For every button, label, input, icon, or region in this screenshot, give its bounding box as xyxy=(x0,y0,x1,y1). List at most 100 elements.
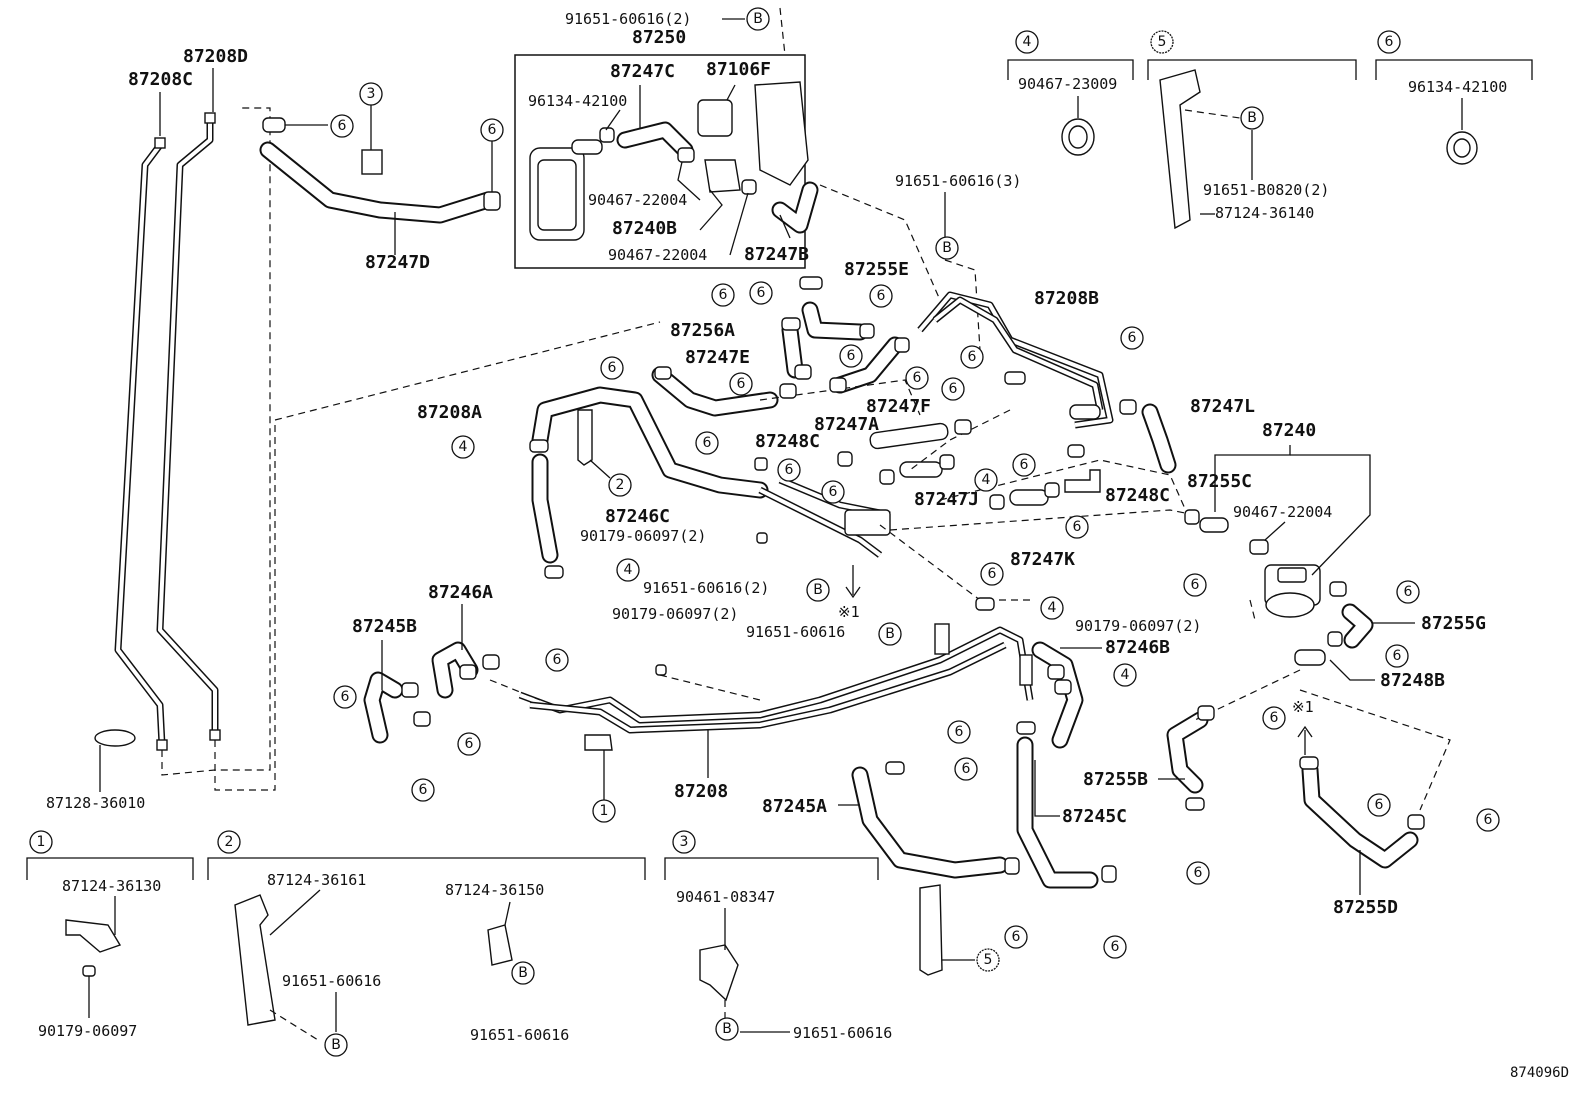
hose-87255D xyxy=(1301,761,1419,869)
hose-87208A xyxy=(531,386,769,499)
hose-87255B xyxy=(1166,711,1209,794)
svg-text:6: 6 xyxy=(847,348,856,364)
svg-text:4: 4 xyxy=(1121,667,1130,683)
label-96134-42100-box: 96134-42100 xyxy=(528,92,627,110)
g6-part: 96134-42100 xyxy=(1408,78,1507,96)
g3-part-a: 90461-08347 xyxy=(676,888,775,906)
bracket-90461-08347 xyxy=(699,944,739,1002)
label-87240: 87240 xyxy=(1262,420,1316,441)
hose-87245C xyxy=(1016,736,1099,889)
svg-text:5: 5 xyxy=(984,952,993,968)
svg-text:6: 6 xyxy=(913,370,922,386)
label-87256A: 87256A xyxy=(670,320,735,341)
label-87246A: 87246A xyxy=(428,582,493,603)
svg-text:6: 6 xyxy=(737,376,746,392)
note-mark-a: ※1 xyxy=(838,603,860,621)
bracket-87124-36161 xyxy=(234,894,276,1026)
svg-text:6: 6 xyxy=(1191,577,1200,593)
g5-part-b: 91651-B0820(2) xyxy=(1203,181,1329,199)
callout-6: 6 xyxy=(749,281,773,305)
callout-1: 1 xyxy=(29,830,53,854)
svg-text:4: 4 xyxy=(1048,600,1057,616)
callout-6: 6 xyxy=(411,778,435,802)
callout-6: 6 xyxy=(333,685,357,709)
hose-87245A xyxy=(851,766,1009,879)
callout-6: 6 xyxy=(960,345,984,369)
label-91651-60616-2-mid: 91651-60616(2) xyxy=(643,579,769,597)
diagram-id: 874096D xyxy=(1510,1065,1569,1081)
svg-text:6: 6 xyxy=(877,288,886,304)
tee-87248C xyxy=(1064,469,1101,493)
clamp-inner xyxy=(1453,138,1471,158)
clamp xyxy=(599,127,615,143)
svg-text:6: 6 xyxy=(829,484,838,500)
label-87106F: 87106F xyxy=(706,59,771,80)
callout-6: 6 xyxy=(457,732,481,756)
label-90467-22004-r: 90467-22004 xyxy=(1233,503,1332,521)
svg-text:6: 6 xyxy=(1270,710,1279,726)
callout-6: 6 xyxy=(1012,453,1036,477)
hose-87255C xyxy=(1199,517,1229,533)
label-87245B: 87245B xyxy=(352,616,417,637)
svg-text:6: 6 xyxy=(785,462,794,478)
svg-text:B: B xyxy=(331,1037,341,1053)
bracket-1 xyxy=(584,734,613,751)
svg-text:6: 6 xyxy=(608,360,617,376)
svg-text:B: B xyxy=(1247,110,1257,126)
svg-text:6: 6 xyxy=(1020,457,1029,473)
hose-87247A xyxy=(869,422,949,450)
assembly-label-87250: 87250 xyxy=(632,27,686,48)
g2-part-b: 91651-60616 xyxy=(282,972,381,990)
svg-text:B: B xyxy=(885,626,895,642)
svg-text:6: 6 xyxy=(1073,519,1082,535)
clamp xyxy=(741,179,757,195)
label-87248C-a: 87248C xyxy=(755,431,820,452)
pipe-fitting xyxy=(204,112,216,124)
callout-6: 6 xyxy=(777,458,801,482)
label-87247K: 87247K xyxy=(1010,549,1075,570)
svg-text:6: 6 xyxy=(1375,797,1384,813)
label-87255C: 87255C xyxy=(1187,471,1252,492)
grommet-87128 xyxy=(94,729,136,747)
callout-4: 4 xyxy=(974,468,998,492)
svg-text:1: 1 xyxy=(600,803,609,819)
svg-text:6: 6 xyxy=(1128,330,1137,346)
heater-core xyxy=(537,159,577,231)
label-87247L: 87247L xyxy=(1190,396,1255,417)
clamp xyxy=(1249,539,1269,555)
callout-6: 6 xyxy=(1004,925,1028,949)
svg-text:6: 6 xyxy=(1393,648,1402,664)
callout-b: B xyxy=(1240,106,1264,130)
valve-87106F xyxy=(697,99,733,137)
svg-text:4: 4 xyxy=(1023,34,1032,50)
tee-87248B xyxy=(1294,649,1326,666)
label-91651-60616-3: 91651-60616(3) xyxy=(895,172,1021,190)
callout-6: 6 xyxy=(1396,580,1420,604)
callout-6: 6 xyxy=(1367,793,1391,817)
hose-87255E xyxy=(801,301,869,341)
callout-4: 4 xyxy=(1040,596,1064,620)
bracket-87124-36130 xyxy=(65,919,122,953)
callout-5: 5 xyxy=(1150,30,1174,54)
svg-text:6: 6 xyxy=(757,285,766,301)
label-87208C: 87208C xyxy=(128,69,193,90)
svg-text:6: 6 xyxy=(719,287,728,303)
label-87255G: 87255G xyxy=(1421,613,1486,634)
bracket-2 xyxy=(577,409,593,466)
label-87255E: 87255E xyxy=(844,259,909,280)
svg-text:6: 6 xyxy=(1484,812,1493,828)
callout-4: 4 xyxy=(1113,663,1137,687)
valve-87240B xyxy=(704,159,741,193)
label-87247J: 87247J xyxy=(914,489,979,510)
svg-text:6: 6 xyxy=(1012,929,1021,945)
callout-b: B xyxy=(746,7,770,31)
note-mark-b: ※1 xyxy=(1292,698,1314,716)
label-90467-22004-a: 90467-22004 xyxy=(588,191,687,209)
svg-text:B: B xyxy=(722,1021,732,1037)
label-91651-60616-2-top: 91651-60616(2) xyxy=(565,10,691,28)
callout-2: 2 xyxy=(608,473,632,497)
callout-6: 6 xyxy=(711,283,735,307)
hose-87256A xyxy=(781,321,804,379)
valve-87240 xyxy=(1264,564,1321,618)
callout-4: 4 xyxy=(616,558,640,582)
